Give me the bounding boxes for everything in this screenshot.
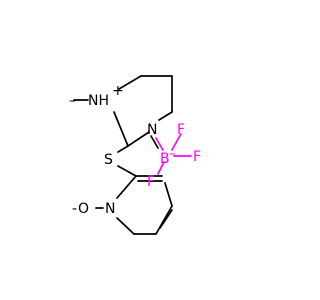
nh-plus-label: NH [88,93,109,109]
oxide-oxygen-label: O [78,201,89,217]
structure-drawing: – NH + N S B – F F F - O N [69,75,201,235]
bond-c-central-nh [113,111,129,147]
fluorine-right-label: F [193,149,201,165]
bond-ring-up [164,182,173,207]
sulfur-label: S [104,152,113,168]
ring-nitrogen-label: N [147,122,157,138]
bond-b-f-left [157,161,165,175]
bond-n-c-ring [116,217,135,235]
bond-ring-double-b [159,209,173,229]
plus-charge-label: + [112,83,124,99]
oxide-charge-label: - [72,201,77,217]
bond-c3-n [158,111,173,121]
bond-s-c-pyr [117,165,137,177]
bond-n-b-dark [150,135,159,149]
boron-charge-label: – [169,146,176,162]
bond-ring-double-a [155,205,173,235]
bond-c-pyr-n [116,175,137,199]
fluorine-top-label: F [177,122,185,138]
pyridine-nitrogen-label: N [105,201,115,217]
molecule-structure: – NH + N S B – F F F - O N [69,75,201,235]
bond-layer [73,75,192,235]
fluorine-left-label: F [147,174,155,190]
boron-label: B [160,151,170,167]
bond-c-central-s [117,145,129,153]
methyl-dash-label: – [69,93,76,109]
bond-n-c-central [127,131,150,147]
bond-b-f-top [171,133,182,151]
atom-labels: – NH + N S B – F F F - O N [69,83,201,217]
bond-nh-c1 [118,75,142,90]
bond-n-b [155,137,164,151]
